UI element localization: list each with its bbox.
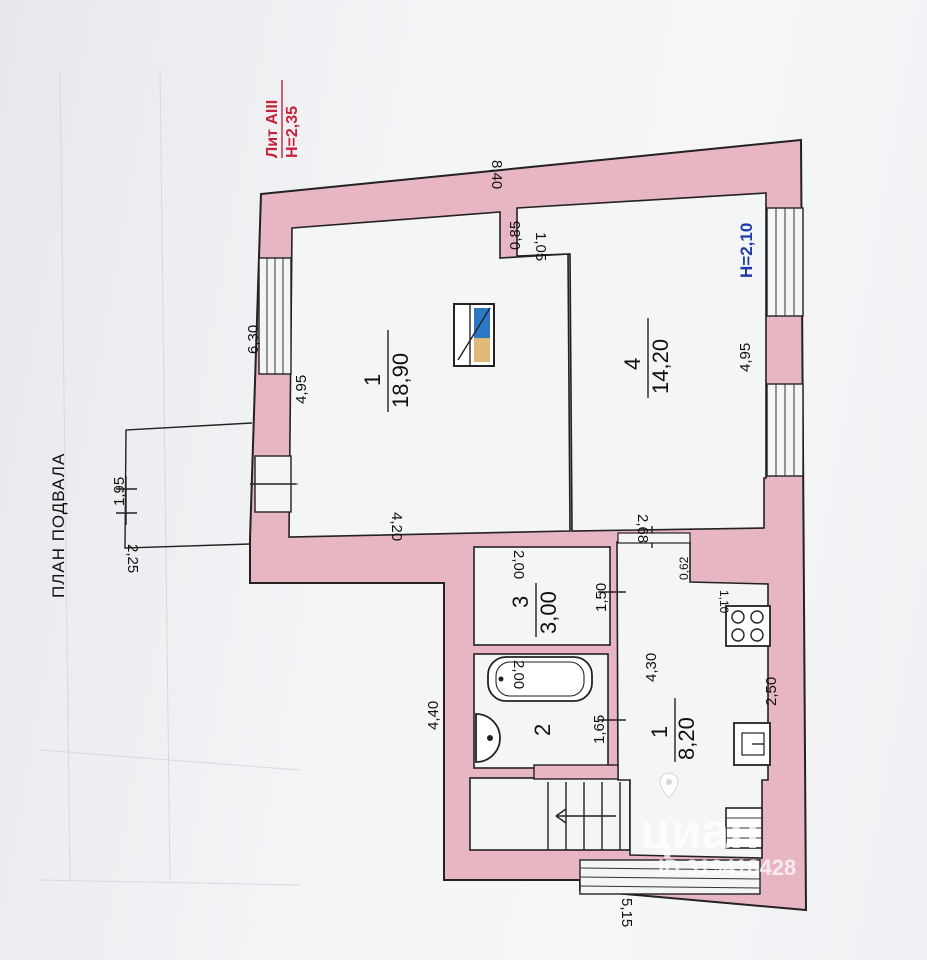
- dim-step-small: 0,62: [677, 556, 691, 580]
- room-3-area: [473, 546, 611, 646]
- room-4-number: 4: [620, 358, 645, 370]
- room-4-area-value: 14,20: [648, 339, 673, 394]
- window-left: [258, 257, 292, 375]
- room-1-number: 1: [360, 374, 385, 386]
- dim-kitchen-width: 2,50: [763, 677, 780, 706]
- stair-arrow-icon: [555, 808, 616, 824]
- room-3-area-value: 3,00: [536, 591, 561, 634]
- dim-notch-b: 1,05: [532, 232, 549, 261]
- dim-stove-width: 1,10: [717, 590, 731, 614]
- dim-porch-depth: 1,95: [111, 477, 128, 506]
- watermark-brand: циан: [640, 803, 759, 859]
- dim-corridor-length: 4,30: [643, 653, 660, 682]
- dim-left-lower: 4,40: [425, 701, 442, 730]
- dim-room1-bottom: 4,20: [388, 512, 405, 541]
- paper-grid: [39, 69, 301, 886]
- dim-wc-side: 1,50: [593, 583, 610, 612]
- room-4-area: [516, 192, 767, 532]
- dim-room1-side: 4,95: [293, 375, 310, 404]
- washbasin-icon: [475, 713, 501, 763]
- room-1-area-value: 18,90: [388, 353, 413, 408]
- stair-area: [469, 777, 631, 851]
- room-2-number: 2: [530, 724, 555, 736]
- wall-mirror-icon: [453, 303, 495, 367]
- lit-label: Лит АIII: [264, 100, 281, 158]
- room-1b-area-value: 8,20: [674, 717, 699, 760]
- room-3-number: 3: [508, 596, 533, 608]
- room-1b-number: 1: [647, 726, 672, 738]
- dim-wc-top: 2,00: [510, 550, 527, 579]
- dim-left-upper: 6,30: [245, 325, 262, 354]
- dim-bottom-total: 5,15: [618, 898, 635, 927]
- plan-title: ПЛАН ПОДВАЛА: [49, 453, 68, 598]
- entrance-steps: [579, 859, 761, 895]
- stove-icon: [725, 605, 771, 647]
- lit-height: Н=2,35: [284, 106, 301, 158]
- height-label: Н=2,10: [737, 223, 756, 278]
- room-1-area: [288, 211, 571, 538]
- watermark-id: ID 319418428: [658, 855, 796, 880]
- bathtub-icon: [487, 656, 593, 702]
- step-sill: [617, 532, 691, 544]
- dim-bath-top: 2,00: [510, 660, 527, 689]
- radiator-icon: [725, 807, 763, 849]
- dim-bath-side: 1,65: [591, 715, 608, 744]
- window-right-top: [766, 207, 804, 317]
- porch-outline: [124, 422, 253, 549]
- dim-room4-bottom: 2,68: [634, 514, 651, 543]
- dim-room4-side: 4,95: [737, 343, 754, 372]
- sink-icon: [733, 722, 771, 766]
- dim-top-total: 8,40: [488, 160, 505, 189]
- window-right-bottom: [766, 383, 804, 477]
- dim-porch-width: 2,25: [124, 544, 141, 573]
- dim-notch-a: 0,85: [507, 221, 524, 250]
- location-pin-icon: [659, 772, 679, 799]
